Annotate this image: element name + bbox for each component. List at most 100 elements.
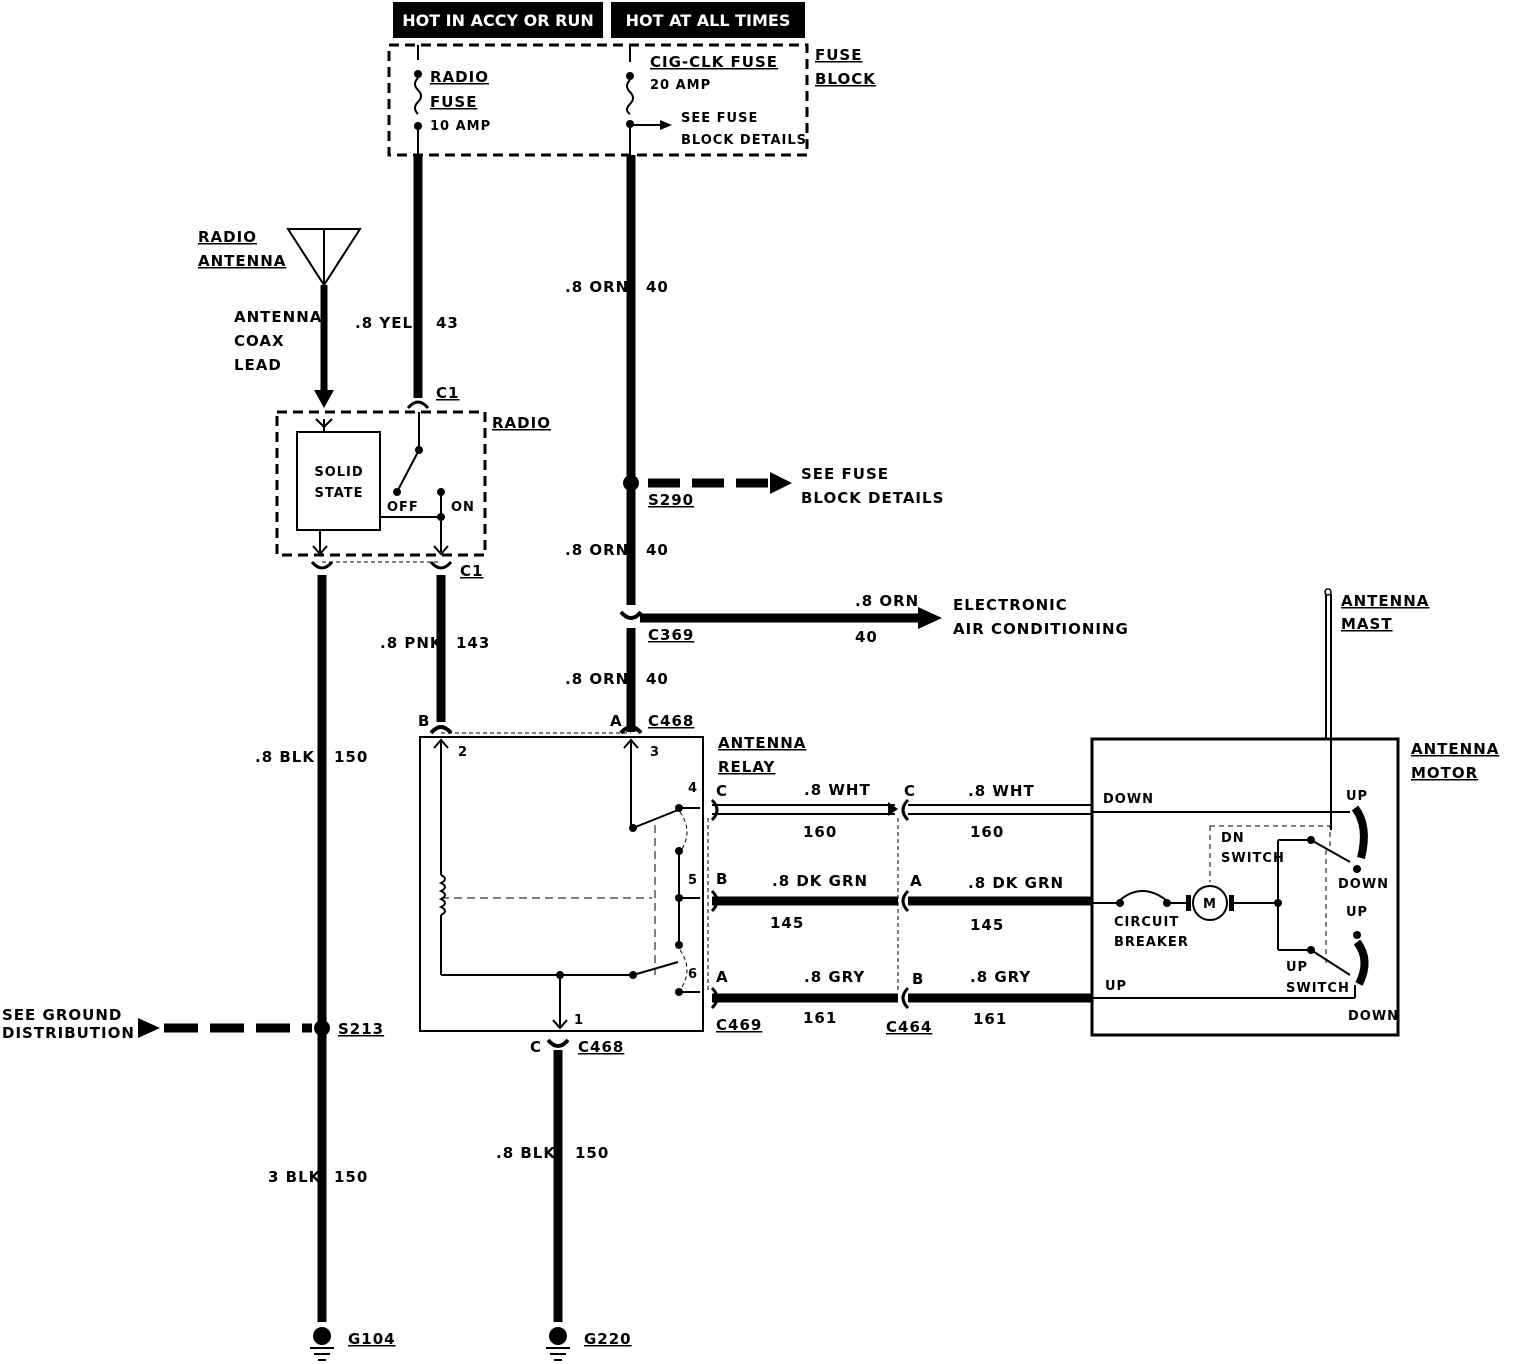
- radio-switch-on: ON: [451, 500, 475, 515]
- wire-gry-size-2: .8 GRY: [970, 968, 1031, 986]
- radio-fuse-label-1: RADIO: [430, 68, 489, 86]
- wire-eac-size: .8 ORN: [855, 592, 919, 610]
- wire-grn-size-2: .8 DK GRN: [968, 874, 1064, 892]
- header-hot-all-times: HOT AT ALL TIMES: [611, 2, 805, 38]
- motor-up-2: UP: [1346, 905, 1368, 920]
- antenna-coax-1: ANTENNA: [234, 308, 322, 326]
- connector-c468-bottom: C468: [578, 1038, 624, 1056]
- wire-orn-num-1: 40: [646, 278, 669, 296]
- wire-orn-num-3: 40: [646, 670, 669, 688]
- radio-fuse-label-2: FUSE: [430, 93, 477, 111]
- antenna-coax-2: COAX: [234, 332, 285, 350]
- relay-pin-6: 6: [688, 967, 698, 982]
- eac-label-2: AIR CONDITIONING: [953, 620, 1129, 638]
- s290-see-fuse-2: BLOCK DETAILS: [801, 489, 944, 507]
- c468-pin-a: A: [610, 712, 623, 730]
- antenna-label-1: RADIO: [198, 228, 257, 246]
- connector-c1-bottom-symbol-2: [429, 560, 453, 570]
- wire-wht-num-2: 160: [970, 823, 1004, 841]
- wire-yel-size: .8 YEL: [355, 314, 413, 332]
- connector-c469-symbol: [710, 798, 719, 1010]
- relay-pin-3: 3: [650, 745, 660, 760]
- motor-m-symbol: M: [1203, 897, 1217, 912]
- dn-switch-1: DN: [1221, 831, 1245, 846]
- antenna-coax-3: LEAD: [234, 356, 282, 374]
- motor-label-2: MOTOR: [1411, 764, 1478, 782]
- wire-pnk-num: 143: [456, 634, 490, 652]
- wire-gry-num-2: 161: [973, 1010, 1007, 1028]
- motor-label-1: ANTENNA: [1411, 740, 1499, 758]
- wire-blk-size-1: .8 BLK: [255, 748, 315, 766]
- wire-orn-size-1: .8 ORN: [565, 278, 629, 296]
- connector-c1-top-symbol: [406, 400, 430, 410]
- relay-pin-4: 4: [688, 781, 698, 796]
- connector-c369: C369: [648, 626, 694, 644]
- ground-g104-icon: [310, 1327, 334, 1361]
- fuse-block-label-1: FUSE: [815, 46, 862, 64]
- wire-orn-size-3: .8 ORN: [565, 670, 629, 688]
- wire-orn-num-2: 40: [646, 541, 669, 559]
- relay-pin-5: 5: [688, 873, 698, 888]
- c464-pin-b: B: [912, 970, 924, 988]
- wire-blk-num-1: 150: [334, 748, 368, 766]
- radio-solid-state-1: SOLID: [314, 465, 363, 480]
- wire-gry-num-1: 161: [803, 1009, 837, 1027]
- connector-c1-bottom: C1: [460, 562, 483, 580]
- fuse-see-details-1: SEE FUSE: [681, 111, 758, 126]
- header-hot-all-times-text: HOT AT ALL TIMES: [626, 11, 791, 30]
- connector-c464: C464: [886, 1018, 932, 1036]
- connector-c469: C469: [716, 1016, 762, 1034]
- cig-fuse-amp: 20 AMP: [650, 78, 711, 93]
- wire-eac-num: 40: [855, 628, 878, 646]
- radio-fuse-amp: 10 AMP: [430, 119, 491, 134]
- wire-blk-size-2: .8 BLK: [496, 1144, 556, 1162]
- header-hot-accy-run: HOT IN ACCY OR RUN: [393, 2, 603, 38]
- splice-s290-dot: [623, 475, 639, 491]
- antenna-label-2: ANTENNA: [198, 252, 286, 270]
- s290-see-fuse-1: SEE FUSE: [801, 465, 889, 483]
- connector-c464-symbol: [897, 798, 910, 1010]
- ground-g220: G220: [584, 1330, 632, 1348]
- wire-wht-num-1: 160: [803, 823, 837, 841]
- relay-pin-2: 2: [458, 745, 468, 760]
- header-hot-accy-run-text: HOT IN ACCY OR RUN: [402, 11, 594, 30]
- wire-grn-num-1: 145: [770, 914, 804, 932]
- cig-fuse-label: CIG-CLK FUSE: [650, 53, 778, 71]
- fuse-see-details-2: BLOCK DETAILS: [681, 133, 807, 148]
- c468-pin-c: C: [530, 1038, 542, 1056]
- mast-label-1: ANTENNA: [1341, 592, 1429, 610]
- c469-pin-c: C: [716, 782, 728, 800]
- radio-switch-off: OFF: [387, 500, 419, 515]
- wire-yel-num: 43: [436, 314, 459, 332]
- relay-label-1: ANTENNA: [718, 734, 806, 752]
- up-switch-2: SWITCH: [1286, 981, 1350, 996]
- c469-pin-a: A: [716, 968, 729, 986]
- connector-c1-bottom-symbol-1: [310, 560, 334, 570]
- ground-g220-icon: [546, 1327, 570, 1361]
- connector-c369-symbol: [619, 610, 643, 620]
- see-ground-1: SEE GROUND: [2, 1006, 122, 1024]
- wire-grn-size-1: .8 DK GRN: [772, 872, 868, 890]
- dn-switch-2: SWITCH: [1221, 851, 1285, 866]
- fuse-block-label-2: BLOCK: [815, 70, 876, 88]
- wire-gry-size-1: .8 GRY: [804, 968, 865, 986]
- wire-wht-size-1: .8 WHT: [804, 781, 871, 799]
- breaker-1: CIRCUIT: [1114, 915, 1179, 930]
- radio-unit: [275, 410, 487, 557]
- ground-g104: G104: [348, 1330, 396, 1348]
- wire-blk3-size: 3 BLK: [268, 1168, 322, 1186]
- wire-wht-160: [712, 802, 1092, 816]
- radio-antenna-symbol: [286, 228, 362, 408]
- wire-grn-num-2: 145: [970, 916, 1004, 934]
- relay-pin-1: 1: [574, 1013, 584, 1028]
- splice-s213: S213: [338, 1020, 384, 1038]
- see-ground-2: DISTRIBUTION: [2, 1024, 135, 1042]
- breaker-2: BREAKER: [1114, 935, 1189, 950]
- motor-down-wire: DOWN: [1103, 792, 1154, 807]
- radio-label: RADIO: [492, 414, 551, 432]
- splice-s213-dot: [314, 1020, 330, 1036]
- relay-label-2: RELAY: [718, 758, 776, 776]
- c464-pin-a: A: [910, 872, 923, 890]
- connector-c1-top: C1: [436, 384, 459, 402]
